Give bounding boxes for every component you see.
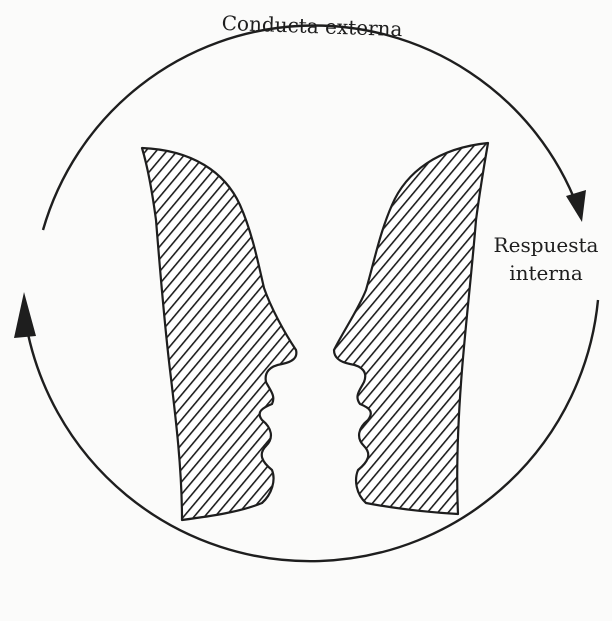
bottom-cycle-arrow (25, 300, 598, 561)
right-face-profile (334, 143, 488, 514)
top-arrowhead-icon (566, 190, 586, 222)
right-label-line1: Respuesta (494, 233, 599, 257)
top-cycle-arrow (43, 26, 578, 230)
bottom-arrowhead-icon (14, 292, 36, 338)
right-label-line2: interna (509, 261, 583, 285)
top-label: Conducta externa (221, 11, 403, 41)
left-face-profile (142, 148, 296, 520)
